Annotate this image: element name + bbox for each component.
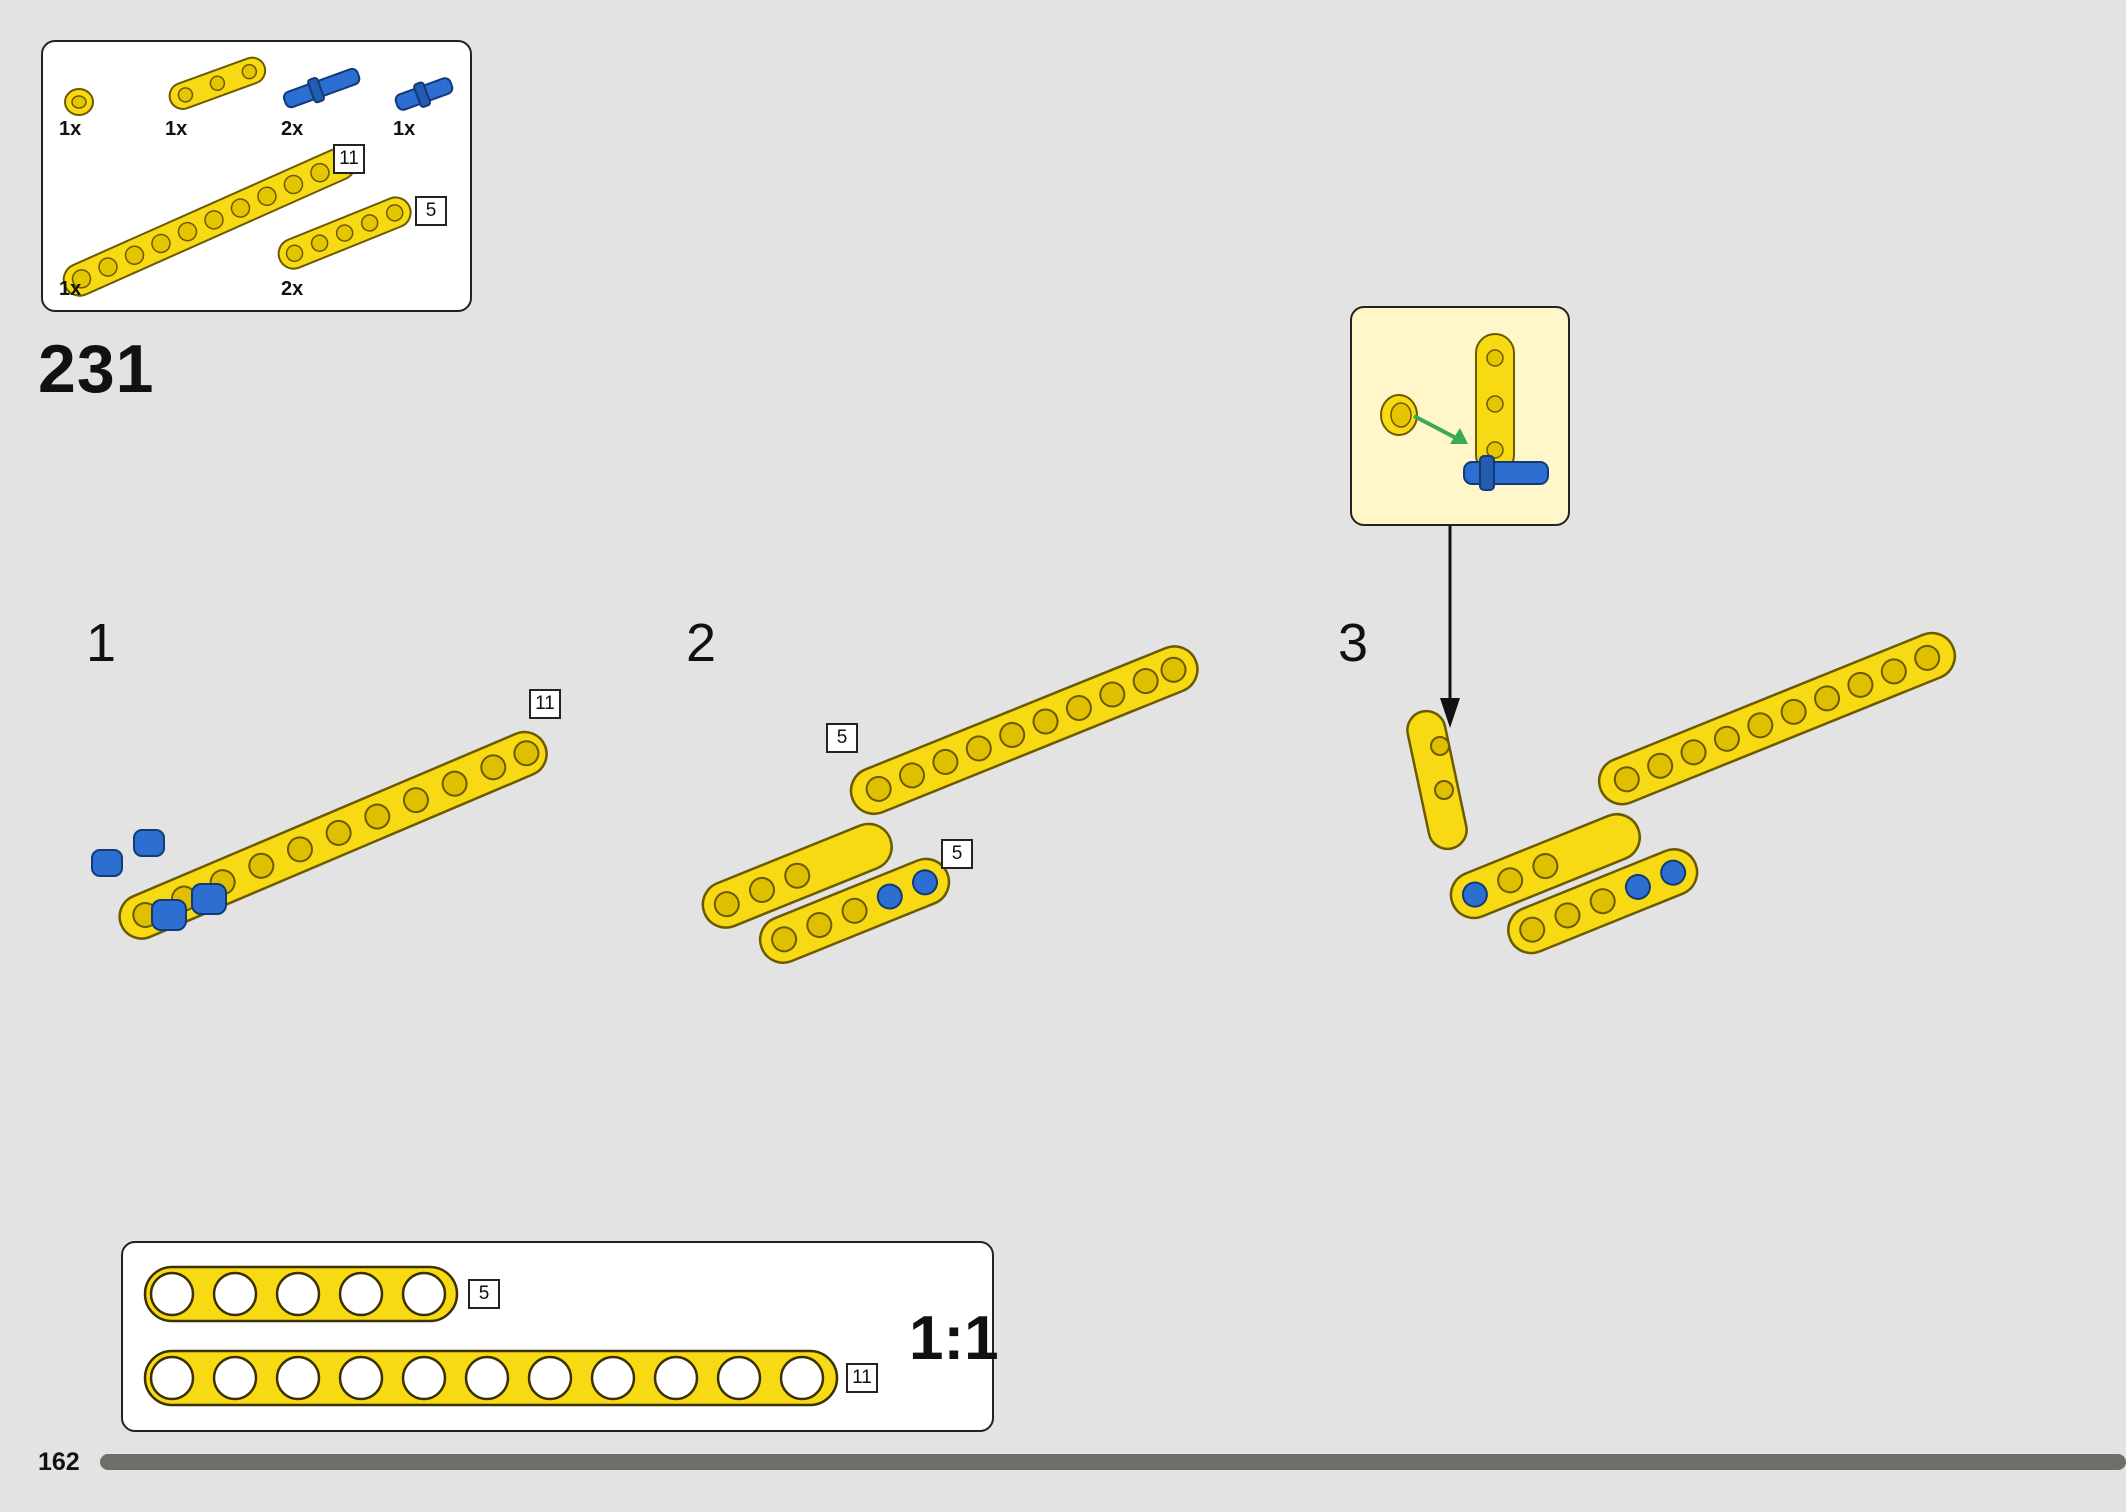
- qty-blue-pin-long: 2x: [281, 118, 304, 140]
- callout-arrow: [1413, 414, 1468, 444]
- substep-3-number: 3: [1338, 613, 1369, 673]
- scale-beam-11: [143, 1349, 839, 1407]
- callout-bush: [1380, 394, 1418, 436]
- cross-beam-part: [168, 56, 267, 110]
- qty-cross-beam: 1x: [165, 118, 188, 140]
- qty-beam-5: 2x: [281, 278, 304, 300]
- bush-part: [64, 88, 94, 116]
- scale-length-label-5: 5: [468, 1279, 500, 1309]
- qty-beam-11: 1x: [59, 278, 82, 300]
- scale-length-label-11: 11: [846, 1363, 878, 1393]
- step-number: 231: [38, 331, 155, 407]
- substep-1-number: 1: [86, 613, 117, 673]
- length-label-5: 5: [415, 196, 447, 226]
- progress-bar: [100, 1454, 2126, 1470]
- substep-3-assembly: [1406, 631, 1957, 955]
- callout-pointer-arrow: [1440, 526, 1460, 728]
- substep-2-length-label-top: 5: [826, 723, 858, 753]
- blue-axle-pin-part: [394, 77, 454, 111]
- page-number: 162: [38, 1448, 80, 1476]
- length-label-11: 11: [333, 144, 365, 174]
- beam-5-part: [277, 196, 412, 270]
- parts-list-panel: 1x 1x 2x 1x: [41, 40, 472, 312]
- blue-pin-long-part: [282, 67, 361, 109]
- scale-reference-panel: 5 11 1:1: [121, 1241, 999, 1432]
- substep-1-length-label: 11: [529, 689, 561, 719]
- substep-1-assembly: [91, 730, 548, 940]
- scale-ratio: 1:1: [909, 1304, 999, 1373]
- substep-2-length-label-bottom: 5: [941, 839, 973, 869]
- callout-panel: [1350, 306, 1570, 526]
- substep-2-number: 2: [686, 613, 717, 673]
- qty-bush: 1x: [59, 118, 82, 140]
- callout-blue-pin: [1463, 455, 1549, 491]
- substep-2-assembly: [701, 645, 1199, 964]
- scale-beam-5: [143, 1265, 459, 1323]
- beam-11-part: [62, 147, 357, 297]
- qty-blue-axle-pin: 1x: [393, 118, 416, 140]
